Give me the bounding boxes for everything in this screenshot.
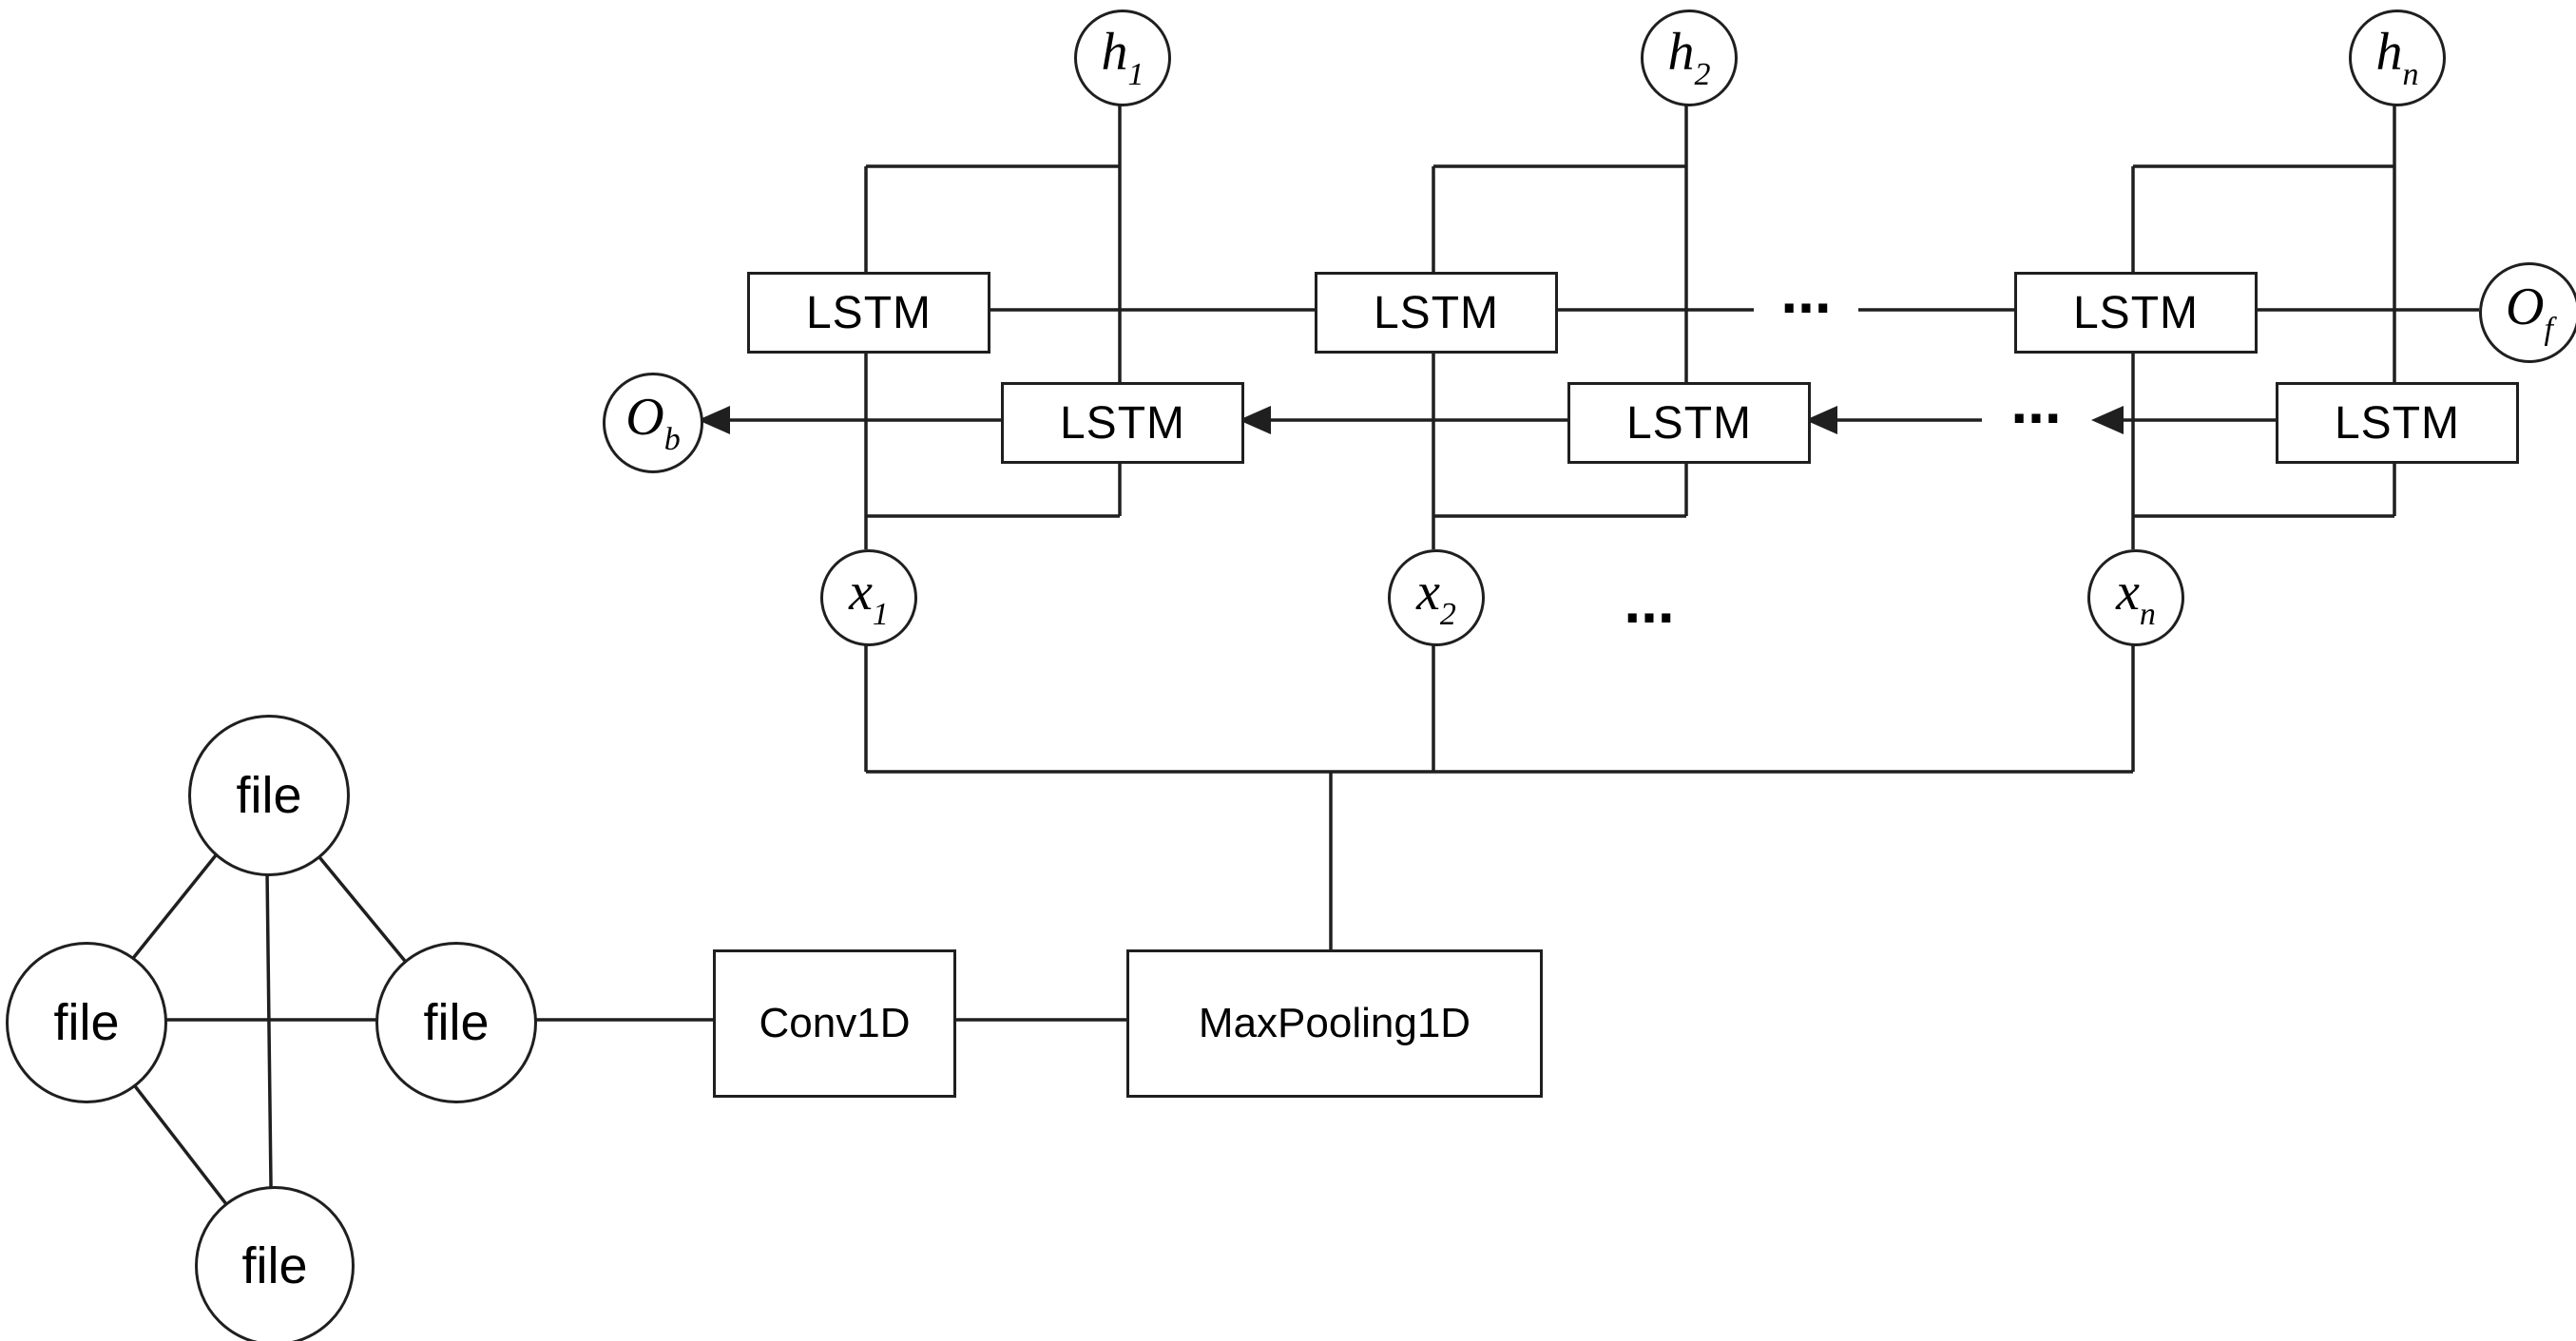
backward-output-label: Ob — [625, 387, 681, 457]
file-node-left-label: file — [53, 994, 120, 1051]
arrowhead-into-backward-2 — [1805, 406, 1837, 434]
file-node-top: file — [188, 715, 350, 876]
forward-lstm-label-2: LSTM — [1373, 287, 1499, 338]
arrowhead-into-dots — [2091, 406, 2124, 434]
file-node-middle-label: file — [423, 994, 490, 1051]
backward-lstm-label-n: LSTM — [2334, 397, 2460, 449]
backward-row-ellipsis: ... — [2010, 368, 2062, 436]
file-node-left: file — [6, 942, 167, 1103]
forward-lstm-label-n: LSTM — [2072, 287, 2199, 338]
file-node-bottom-label: file — [241, 1237, 308, 1294]
input-label-x2: x2 — [1416, 562, 1456, 632]
hidden-state-node-h2: h2 — [1641, 10, 1738, 106]
hidden-state-label-h1: h1 — [1101, 22, 1144, 92]
arrowhead-into-backward-1 — [1239, 406, 1271, 434]
arrowhead-into-ob — [698, 406, 730, 434]
backward-lstm-label-2: LSTM — [1625, 397, 1752, 449]
hidden-state-node-hn: hn — [2349, 10, 2446, 106]
forward-lstm-cell-2: LSTM — [1315, 272, 1558, 354]
conv1d-label: Conv1D — [759, 1000, 911, 1046]
backward-lstm-cell-2: LSTM — [1567, 382, 1811, 464]
hidden-state-label-hn: hn — [2375, 22, 2419, 92]
forward-lstm-cell-1: LSTM — [747, 272, 990, 354]
input-node-xn: xn — [2087, 549, 2184, 646]
input-row-ellipsis: ... — [1624, 567, 1675, 636]
conv1d-box: Conv1D — [713, 949, 956, 1098]
backward-output-node: Ob — [603, 373, 703, 473]
maxpooling1d-box: MaxPooling1D — [1126, 949, 1543, 1098]
input-label-x1: x1 — [849, 562, 889, 632]
backward-lstm-label-1: LSTM — [1059, 397, 1185, 449]
file-node-bottom: file — [195, 1186, 355, 1341]
hidden-state-label-h2: h2 — [1667, 22, 1711, 92]
file-node-middle: file — [375, 942, 537, 1103]
file-node-top-label: file — [236, 767, 302, 824]
forward-row-ellipsis: ... — [1780, 258, 1832, 326]
input-node-x2: x2 — [1388, 549, 1485, 646]
input-node-x1: x1 — [820, 549, 917, 646]
backward-lstm-cell-n: LSTM — [2276, 382, 2519, 464]
input-label-xn: xn — [2116, 562, 2156, 632]
maxpooling1d-label: MaxPooling1D — [1198, 1000, 1471, 1046]
hidden-state-node-h1: h1 — [1074, 10, 1171, 106]
backward-lstm-cell-1: LSTM — [1001, 382, 1244, 464]
forward-lstm-cell-n: LSTM — [2014, 272, 2258, 354]
forward-lstm-label-1: LSTM — [805, 287, 932, 338]
forward-output-label: Of — [2506, 277, 2553, 347]
forward-output-node: Of — [2479, 262, 2576, 363]
